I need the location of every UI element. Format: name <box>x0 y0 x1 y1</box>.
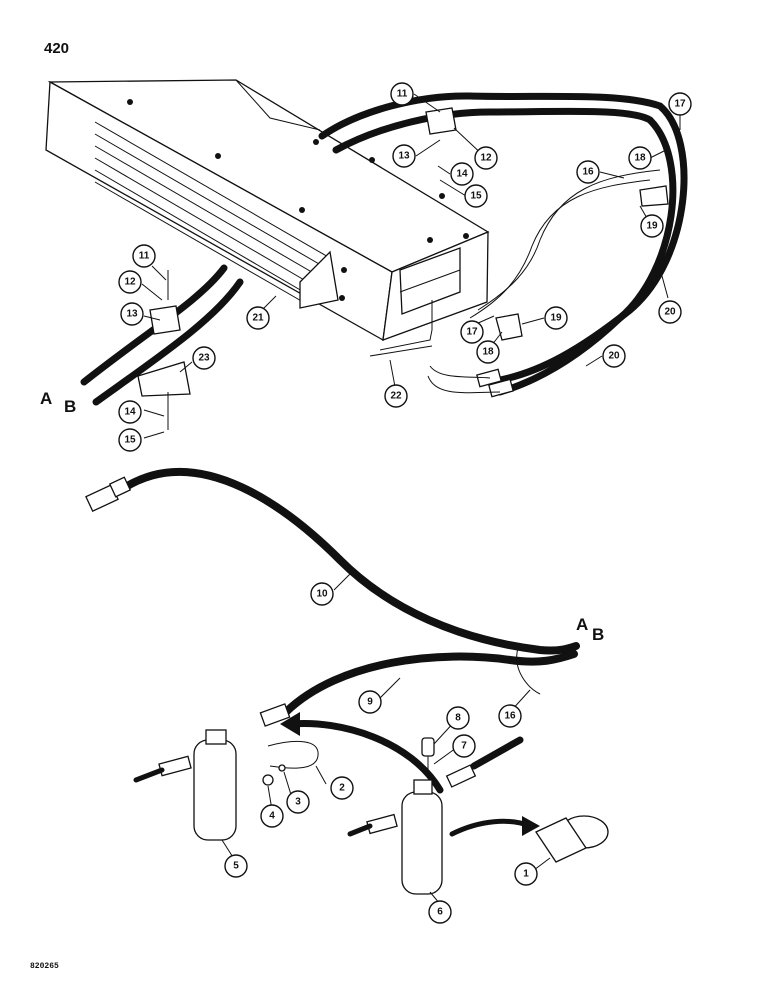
svg-text:12: 12 <box>480 153 492 164</box>
u-tube <box>267 741 319 769</box>
condenser-fins <box>94 121 331 307</box>
right-clamp <box>639 185 669 207</box>
o-ring <box>262 774 274 786</box>
callout-4: 4 <box>260 804 284 828</box>
hose-end-label-b-left: B <box>64 397 76 416</box>
svg-text:19: 19 <box>550 313 562 324</box>
svg-text:17: 17 <box>674 99 686 110</box>
callout-21: 21 <box>246 306 270 330</box>
svg-text:15: 15 <box>124 435 136 446</box>
svg-text:18: 18 <box>634 153 646 164</box>
upper-clamp <box>425 107 457 135</box>
callout-12: 12 <box>474 146 498 170</box>
callout-16b: 16 <box>498 704 522 728</box>
callout-6: 6 <box>428 900 452 924</box>
svg-text:9: 9 <box>367 697 373 708</box>
svg-text:14: 14 <box>456 169 468 180</box>
svg-text:6: 6 <box>437 907 443 918</box>
hose-clip <box>516 647 541 695</box>
svg-text:1: 1 <box>523 869 529 880</box>
svg-text:22: 22 <box>390 391 402 402</box>
callout-11: 11 <box>390 82 414 106</box>
svg-text:11: 11 <box>397 89 408 100</box>
short-hose <box>259 650 578 727</box>
svg-text:14: 14 <box>124 407 136 418</box>
callout-13b: 13 <box>120 302 144 326</box>
svg-text:18: 18 <box>482 347 494 358</box>
svg-text:16: 16 <box>504 711 516 722</box>
left-clamp <box>149 305 181 335</box>
receiver-drier-old <box>133 729 237 841</box>
svg-text:15: 15 <box>470 191 482 202</box>
svg-text:13: 13 <box>398 151 410 162</box>
callout-14b: 14 <box>118 400 142 424</box>
svg-text:12: 12 <box>124 277 136 288</box>
callout-18b: 18 <box>476 340 500 364</box>
callout-20: 20 <box>658 300 682 324</box>
svg-text:7: 7 <box>461 741 467 752</box>
callout-15b: 15 <box>118 428 142 452</box>
callout-17b: 17 <box>460 320 484 344</box>
callout-23: 23 <box>192 346 216 370</box>
svg-text:2: 2 <box>339 783 345 794</box>
callout-19: 19 <box>640 214 664 238</box>
washer <box>278 764 286 772</box>
svg-text:20: 20 <box>608 351 620 362</box>
callout-16: 16 <box>576 160 600 184</box>
hose-end-label-a-left: A <box>40 389 52 408</box>
svg-text:13: 13 <box>126 309 138 320</box>
callout-15: 15 <box>464 184 488 208</box>
reference-code: 820265 <box>30 962 59 971</box>
callout-11b: 11 <box>132 244 156 268</box>
callout-20b: 20 <box>602 344 626 368</box>
callout-14: 14 <box>450 162 474 186</box>
callouts: 11 12 13 14 15 16 17 18 19 20 17 18 19 2… <box>118 82 692 924</box>
callout-2: 2 <box>330 776 354 800</box>
svg-text:8: 8 <box>455 713 461 724</box>
tube-line <box>369 169 661 394</box>
callout-9: 9 <box>358 690 382 714</box>
long-hose <box>85 467 580 655</box>
svg-text:19: 19 <box>646 221 658 232</box>
receiver-drier-new <box>347 736 524 895</box>
callout-19b: 19 <box>544 306 568 330</box>
callout-22: 22 <box>384 384 408 408</box>
lower-clamp <box>495 313 523 341</box>
hose-end-label-a-right: A <box>576 615 588 634</box>
callout-3: 3 <box>286 790 310 814</box>
page-number: 420 <box>44 40 70 57</box>
svg-text:17: 17 <box>466 327 478 338</box>
drier-clamp <box>535 815 609 863</box>
svg-text:10: 10 <box>316 589 328 600</box>
svg-text:11: 11 <box>139 251 150 262</box>
callout-5: 5 <box>224 854 248 878</box>
svg-text:16: 16 <box>582 167 594 178</box>
svg-text:3: 3 <box>295 797 301 808</box>
mounting-bracket <box>137 361 191 397</box>
svg-text:21: 21 <box>252 313 264 324</box>
callout-17: 17 <box>668 92 692 116</box>
svg-text:20: 20 <box>664 307 676 318</box>
condenser-housing <box>45 79 490 342</box>
svg-text:5: 5 <box>233 861 239 872</box>
svg-text:4: 4 <box>269 811 275 822</box>
hose-end-label-b-right: B <box>592 625 604 644</box>
callout-10: 10 <box>310 582 334 606</box>
callout-8: 8 <box>446 706 470 730</box>
callout-12b: 12 <box>118 270 142 294</box>
valve-cap <box>421 737 435 757</box>
callout-1: 1 <box>514 862 538 886</box>
callout-13: 13 <box>392 144 416 168</box>
callout-7: 7 <box>452 734 476 758</box>
callout-18: 18 <box>628 146 652 170</box>
svg-text:23: 23 <box>198 353 210 364</box>
